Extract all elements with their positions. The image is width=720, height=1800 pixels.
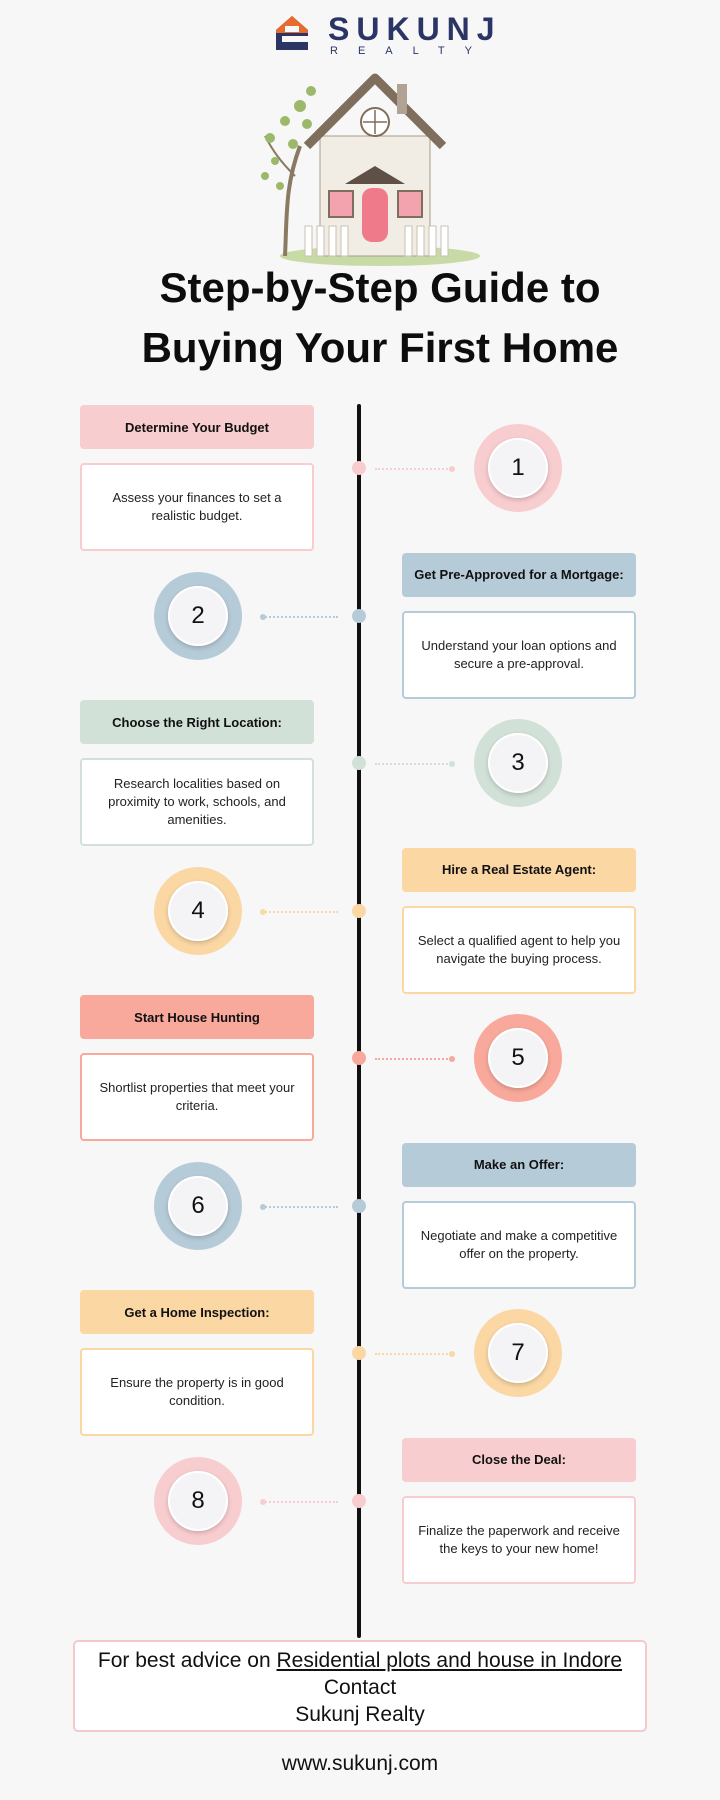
step-3-timeline-dot bbox=[352, 756, 366, 770]
contact-line-3: Sukunj Realty bbox=[295, 1703, 425, 1726]
step-1-heading: Determine Your Budget bbox=[80, 405, 314, 449]
step-4-connector bbox=[262, 910, 338, 913]
step-4-heading: Hire a Real Estate Agent: bbox=[402, 847, 636, 892]
step-5-number-badge: 5 bbox=[474, 1014, 562, 1102]
contact-box: For best advice on Residential plots and… bbox=[73, 1640, 647, 1732]
step-1-connector-end bbox=[449, 466, 455, 472]
contact-prefix: For best advice on bbox=[97, 1649, 277, 1672]
step-7-description: Ensure the property is in good condition… bbox=[80, 1348, 314, 1436]
step-5-connector-end bbox=[449, 1056, 455, 1062]
step-8-timeline-dot bbox=[352, 1493, 366, 1508]
step-2-connector-end bbox=[260, 613, 266, 620]
step-6-timeline-dot bbox=[352, 1198, 366, 1213]
step-1-timeline-dot bbox=[352, 461, 366, 475]
step-3-description: Research localities based on proximity t… bbox=[80, 758, 314, 846]
step-1-connector bbox=[375, 468, 451, 470]
step-8-number-badge: 8 bbox=[154, 1456, 242, 1545]
step-7-timeline-dot bbox=[352, 1346, 366, 1360]
step-3-heading: Choose the Right Location: bbox=[80, 700, 314, 744]
step-6-description: Negotiate and make a competitive offer o… bbox=[402, 1200, 636, 1289]
step-2-connector bbox=[262, 615, 338, 618]
brand-name: SUKUNJ bbox=[328, 11, 502, 47]
step-4-timeline-dot bbox=[352, 903, 366, 918]
step-7-connector-end bbox=[449, 1351, 455, 1357]
step-7-heading: Get a Home Inspection: bbox=[80, 1290, 314, 1334]
step-7-number-badge: 7 bbox=[474, 1309, 562, 1397]
step-2-heading: Get Pre-Approved for a Mortgage: bbox=[402, 552, 636, 597]
step-3-number-badge: 3 bbox=[474, 719, 562, 807]
residential-link[interactable]: Residential plots and house in Indore bbox=[276, 1649, 623, 1672]
step-6-connector bbox=[262, 1205, 338, 1208]
step-2-number-badge: 2 bbox=[154, 571, 242, 660]
page-title: Step-by-Step Guide to Buying Your First … bbox=[60, 258, 700, 378]
website-url[interactable]: www.sukunj.com bbox=[281, 1752, 439, 1775]
step-5-timeline-dot bbox=[352, 1051, 366, 1065]
step-5-number: 5 bbox=[488, 1028, 548, 1088]
step-4-number: 4 bbox=[168, 880, 228, 941]
step-6-number: 6 bbox=[168, 1175, 228, 1236]
step-6-connector-end bbox=[260, 1203, 266, 1210]
step-7-connector bbox=[375, 1353, 451, 1355]
step-4-connector-end bbox=[260, 908, 266, 915]
contact-line-2: Contact bbox=[323, 1676, 397, 1699]
step-4-description: Select a qualified agent to help you nav… bbox=[402, 905, 636, 994]
step-4-number-badge: 4 bbox=[154, 866, 242, 955]
title-line-2: Buying Your First Home bbox=[141, 324, 619, 371]
step-3-connector-end bbox=[449, 761, 455, 767]
step-8-heading: Close the Deal: bbox=[402, 1437, 636, 1482]
step-1-number: 1 bbox=[488, 438, 548, 498]
contact-line-1: For best advice on Residential plots and… bbox=[75, 1647, 645, 1674]
step-5-heading: Start House Hunting bbox=[80, 995, 314, 1039]
step-1-description: Assess your finances to set a realistic … bbox=[80, 463, 314, 551]
brand-logo: SUKUNJ REALTY bbox=[272, 12, 495, 58]
step-8-description: Finalize the paperwork and receive the k… bbox=[402, 1495, 636, 1584]
step-8-connector-end bbox=[260, 1498, 266, 1505]
step-6-heading: Make an Offer: bbox=[402, 1142, 636, 1187]
logo-icon bbox=[276, 16, 308, 50]
step-5-description: Shortlist properties that meet your crit… bbox=[80, 1053, 314, 1141]
step-1-number-badge: 1 bbox=[474, 424, 562, 512]
timeline-line bbox=[357, 404, 361, 1638]
step-7-number: 7 bbox=[488, 1323, 548, 1383]
step-5-connector bbox=[375, 1058, 451, 1060]
step-8-number: 8 bbox=[168, 1470, 228, 1531]
step-2-description: Understand your loan options and secure … bbox=[402, 610, 636, 699]
title-line-1: Step-by-Step Guide to bbox=[159, 264, 601, 311]
house-illustration bbox=[261, 73, 480, 266]
step-6-number-badge: 6 bbox=[154, 1161, 242, 1250]
step-3-number: 3 bbox=[488, 733, 548, 793]
step-2-number: 2 bbox=[168, 585, 228, 646]
brand-tagline: REALTY bbox=[330, 45, 492, 57]
step-8-connector bbox=[262, 1500, 338, 1503]
step-3-connector bbox=[375, 763, 451, 765]
step-2-timeline-dot bbox=[352, 608, 366, 623]
